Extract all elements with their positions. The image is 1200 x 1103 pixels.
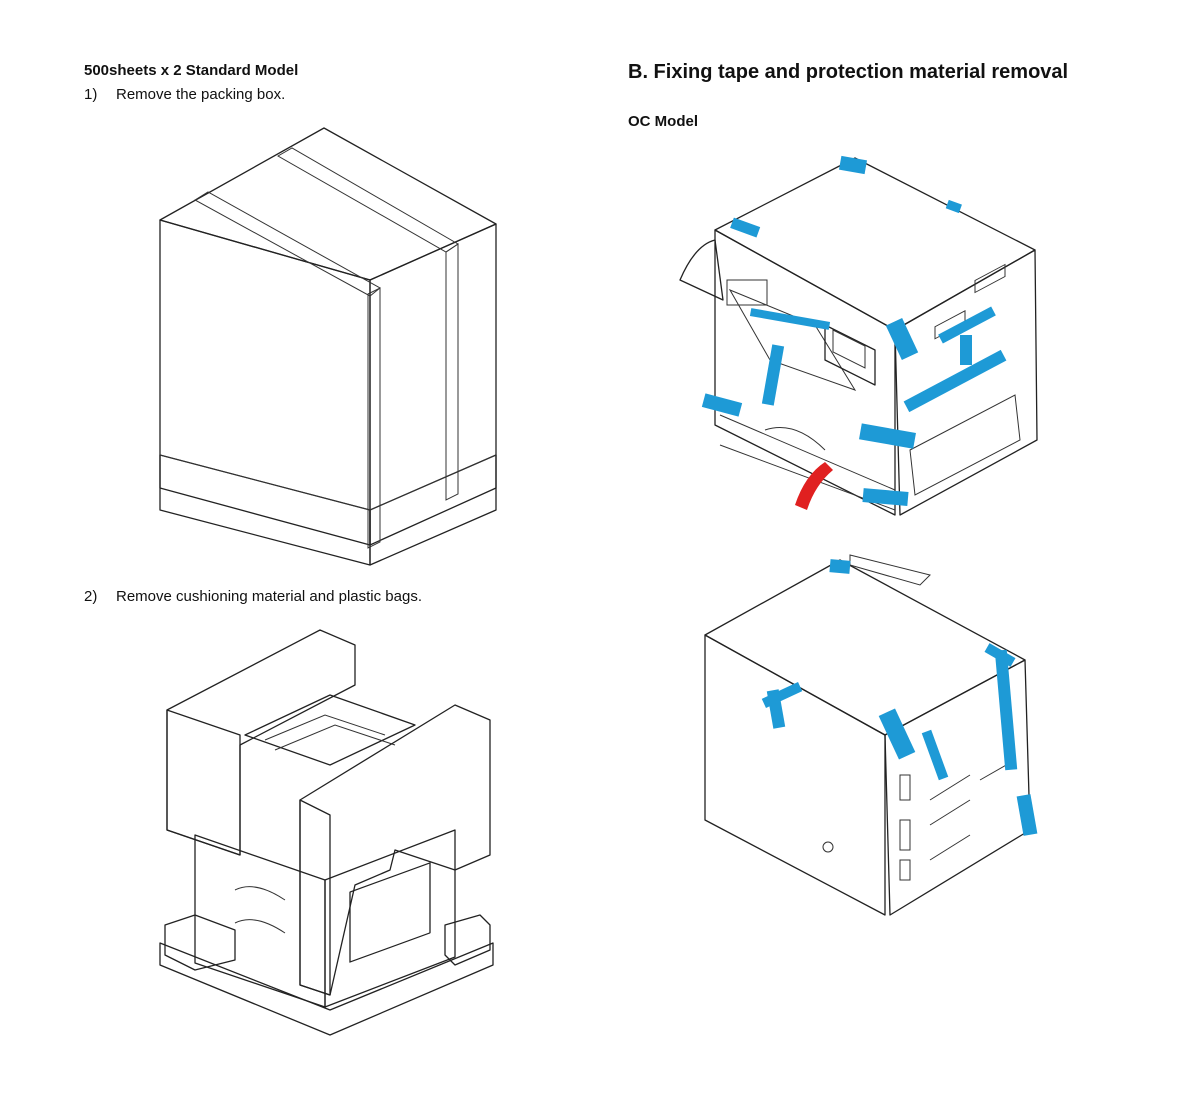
oc-model-rear-illustration <box>704 554 1038 916</box>
tape-rear-top-strip <box>761 682 803 708</box>
tape-side-a <box>938 306 996 344</box>
packing-box-illustration <box>159 127 497 566</box>
tape-panel-top <box>885 317 919 361</box>
step-2: 2) Remove cushioning material and plastic… <box>84 588 422 605</box>
tape-side-c <box>903 349 1007 413</box>
model-label: OC Model <box>628 113 698 130</box>
step-2-text: Remove cushioning material and plastic b… <box>116 588 422 605</box>
tape-bottom-right <box>862 488 909 506</box>
cushion-top-right <box>299 704 491 996</box>
tape-rear-long <box>994 649 1018 771</box>
cushion-bottom-right <box>444 914 491 966</box>
tape-side-b <box>960 335 972 365</box>
oc-model-front-illustration <box>679 155 1038 516</box>
tape-rear-inner <box>921 729 949 781</box>
tape-rear-top <box>829 559 851 574</box>
tape-red-pull <box>795 462 833 510</box>
tape-corner-right <box>859 423 916 449</box>
tape-rear-side <box>1016 794 1038 836</box>
strap-side <box>445 243 459 501</box>
tape-top-right <box>945 199 962 214</box>
cushioned-printer-illustration <box>159 629 494 1036</box>
step-2-number: 2) <box>84 588 98 605</box>
strap-top-2 <box>276 147 459 253</box>
cushion-bottom-left <box>164 914 236 971</box>
tape-rear-top-right <box>984 643 1016 667</box>
strap-top-1 <box>194 191 381 297</box>
tape-rear-corner <box>878 708 916 760</box>
tape-top-rear <box>838 155 868 175</box>
cushion-top-left <box>166 629 356 856</box>
step-1-text: Remove the packing box. <box>116 86 286 103</box>
strap-front <box>367 287 381 549</box>
step-1: 1) Remove the packing box. <box>84 86 285 103</box>
tape-corner-left <box>701 393 743 417</box>
section-heading: B. Fixing tape and protection material r… <box>628 61 1069 83</box>
subheading-standard-model: 500sheets x 2 Standard Model <box>84 62 299 79</box>
step-1-number: 1) <box>84 86 98 103</box>
tape-front-vertical <box>761 344 785 406</box>
tape-exit <box>749 308 831 330</box>
tape-cover-front <box>730 217 761 238</box>
